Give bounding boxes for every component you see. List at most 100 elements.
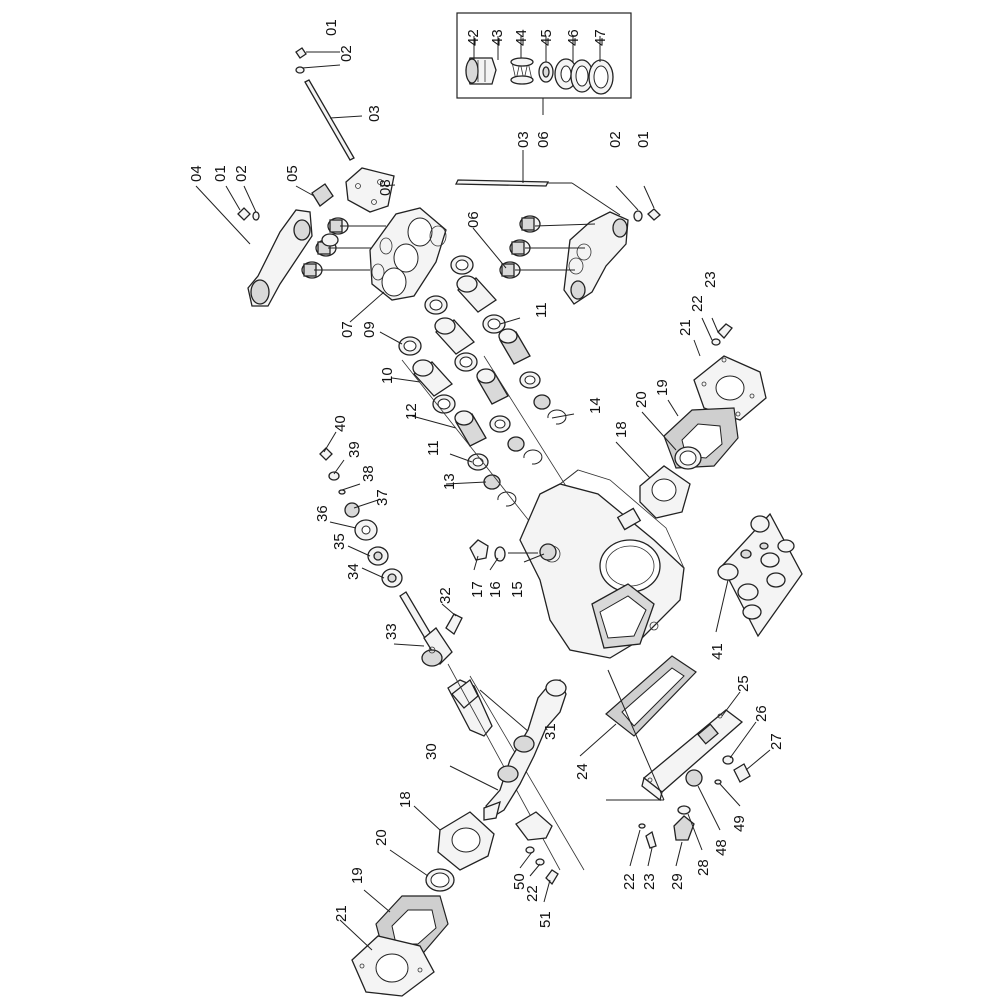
- callout-02-b: 02: [607, 131, 624, 148]
- callout-46: 46: [565, 29, 582, 46]
- callout-47: 47: [592, 29, 609, 46]
- callout-28: 28: [695, 859, 712, 876]
- callout-41: 41: [709, 643, 726, 660]
- sight-plug-48-49: [685, 769, 741, 831]
- bearing-18-bottom: [413, 805, 495, 871]
- conrod-31: [447, 663, 585, 871]
- part-47: [588, 59, 614, 95]
- callout-01-b: 01: [635, 131, 652, 148]
- callout-19-b: 19: [349, 867, 366, 884]
- callout-44: 44: [513, 29, 530, 46]
- small-parts-36-40: [319, 431, 403, 588]
- race-20-top: [641, 411, 702, 470]
- sleeve-10-a: [456, 275, 497, 313]
- callout-07: 07: [339, 321, 356, 338]
- cover-25: [641, 691, 744, 802]
- callout-24: 24: [574, 763, 591, 780]
- callout-21-a: 21: [677, 319, 694, 336]
- callout-40: 40: [332, 415, 349, 432]
- callout-20-b: 20: [373, 829, 390, 846]
- valve-group-right: [472, 215, 596, 279]
- tie-rod-03-left: [295, 47, 363, 161]
- callout-06-b: 06: [465, 211, 482, 228]
- callout-16: 16: [487, 581, 504, 598]
- race-20-bottom: [389, 849, 455, 892]
- callout-26: 26: [753, 705, 770, 722]
- manifold-04: [195, 185, 313, 307]
- callout-20-a: 20: [633, 391, 650, 408]
- gasket-24: [579, 655, 697, 757]
- callout-23-a: 23: [702, 271, 719, 288]
- callout-22-c: 22: [524, 885, 541, 902]
- callout-30: 30: [423, 743, 440, 760]
- crankshaft-30: [449, 679, 567, 821]
- pump-head-07: [349, 207, 447, 323]
- callout-08: 08: [377, 179, 394, 196]
- callout-35: 35: [331, 533, 348, 550]
- callout-29: 29: [669, 873, 686, 890]
- callout-51: 51: [537, 911, 554, 928]
- crankcase: [519, 469, 685, 659]
- callout-19-a: 19: [654, 379, 671, 396]
- callout-13: 13: [441, 473, 458, 490]
- screw-23-22-top: [701, 317, 733, 346]
- callout-50: 50: [511, 873, 528, 890]
- holder-12-c: [454, 410, 487, 447]
- callout-45: 45: [538, 29, 555, 46]
- callout-11-a: 11: [533, 302, 550, 318]
- plunger-33: [393, 591, 453, 667]
- callout-23-b: 23: [641, 873, 658, 890]
- callout-06-a: 06: [535, 131, 552, 148]
- callout-15: 15: [509, 581, 526, 598]
- part-05: [295, 183, 334, 207]
- callout-38: 38: [360, 465, 377, 482]
- sleeve-10-c: [412, 359, 453, 397]
- callout-31: 31: [542, 723, 559, 740]
- callout-48: 48: [713, 839, 730, 856]
- callout-37: 37: [374, 489, 391, 506]
- callout-34: 34: [345, 563, 362, 580]
- callout-36: 36: [314, 505, 331, 522]
- callout-18-b: 18: [397, 791, 414, 808]
- callout-12: 12: [403, 403, 420, 420]
- cover-21-top: [693, 339, 767, 421]
- plug-28-29: [673, 805, 703, 867]
- valve-group-left: [301, 217, 386, 279]
- callout-32: 32: [437, 587, 454, 604]
- plug-15-17: [469, 539, 557, 571]
- callout-14: 14: [587, 397, 604, 414]
- part-44: [538, 61, 554, 83]
- nut-01-left: [225, 185, 260, 221]
- callout-labels: 01 02 03 42 43 44 45 46 47 06 03 02 01 0…: [188, 19, 785, 928]
- part-43-spring: [510, 57, 534, 85]
- cover-21-bottom: [339, 919, 435, 997]
- callout-22-a: 22: [689, 295, 706, 312]
- callout-02-a: 02: [338, 45, 355, 62]
- pin-32: [441, 603, 463, 635]
- callout-02-c: 02: [233, 165, 250, 182]
- callout-27: 27: [768, 733, 785, 750]
- callout-33: 33: [383, 623, 400, 640]
- part-08-plate: [345, 167, 396, 213]
- callout-10: 10: [379, 367, 396, 384]
- callout-22-b: 22: [621, 873, 638, 890]
- callout-21-b: 21: [333, 905, 350, 922]
- sleeve-10-b: [434, 317, 475, 355]
- callout-09: 09: [361, 321, 378, 338]
- callout-03-a: 03: [366, 105, 383, 122]
- callout-39: 39: [346, 441, 363, 458]
- callout-01-c: 01: [212, 165, 229, 182]
- callout-04: 04: [188, 165, 205, 182]
- valve-kit-inset: [456, 12, 632, 115]
- nuts-right: [615, 185, 661, 222]
- callout-11-b: 11: [425, 440, 442, 456]
- plug-26-27: [722, 721, 771, 783]
- callout-43: 43: [489, 29, 506, 46]
- plate-41: [715, 512, 803, 638]
- callout-18-a: 18: [613, 421, 630, 438]
- callout-42: 42: [465, 29, 482, 46]
- holder-12-a: [498, 328, 531, 365]
- part-42: [465, 57, 497, 85]
